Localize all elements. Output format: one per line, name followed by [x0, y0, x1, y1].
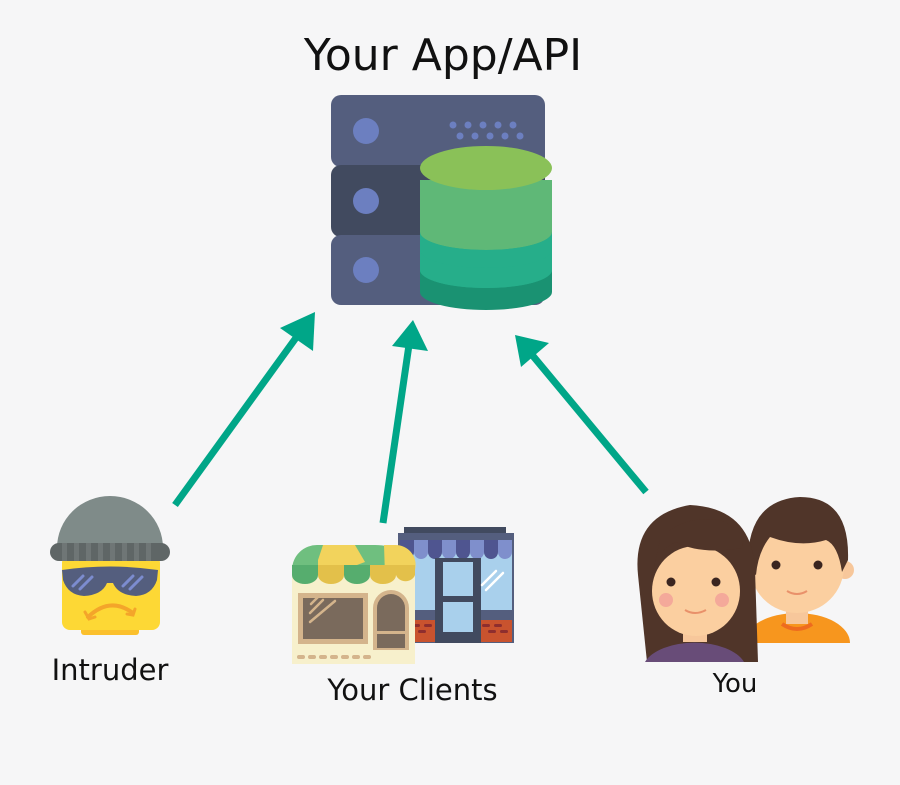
node-label-intruder: Intruder: [51, 653, 169, 687]
node-label-clients: Your Clients: [327, 673, 498, 707]
back-store-icon: [398, 527, 514, 643]
sunglasses-icon: [62, 566, 158, 596]
arrowhead-icon: [392, 320, 428, 351]
server-led-icon: [353, 257, 379, 283]
woman-avatar-icon: [637, 505, 758, 662]
arrow-clients-to-server: [379, 320, 428, 524]
server-database-icon: [331, 95, 552, 310]
database-cylinder-icon: [420, 146, 552, 310]
arrow-intruder-to-server: [172, 312, 315, 508]
diagram-title: Your App/API: [303, 30, 583, 81]
man-avatar-icon: [744, 497, 854, 643]
arrowhead-icon: [515, 335, 549, 367]
server-vent-dots-icon: [449, 121, 524, 140]
storefront-icon: [291, 527, 514, 664]
node-label-you: You: [712, 669, 758, 699]
intruder-icon: [50, 496, 170, 635]
people-icon: [637, 497, 854, 662]
server-led-icon: [353, 188, 379, 214]
arrow-you-to-server: [515, 335, 649, 495]
arrowhead-icon: [280, 312, 315, 351]
front-store-icon: [291, 544, 416, 664]
beanie-icon: [57, 496, 163, 548]
server-led-icon: [353, 118, 379, 144]
